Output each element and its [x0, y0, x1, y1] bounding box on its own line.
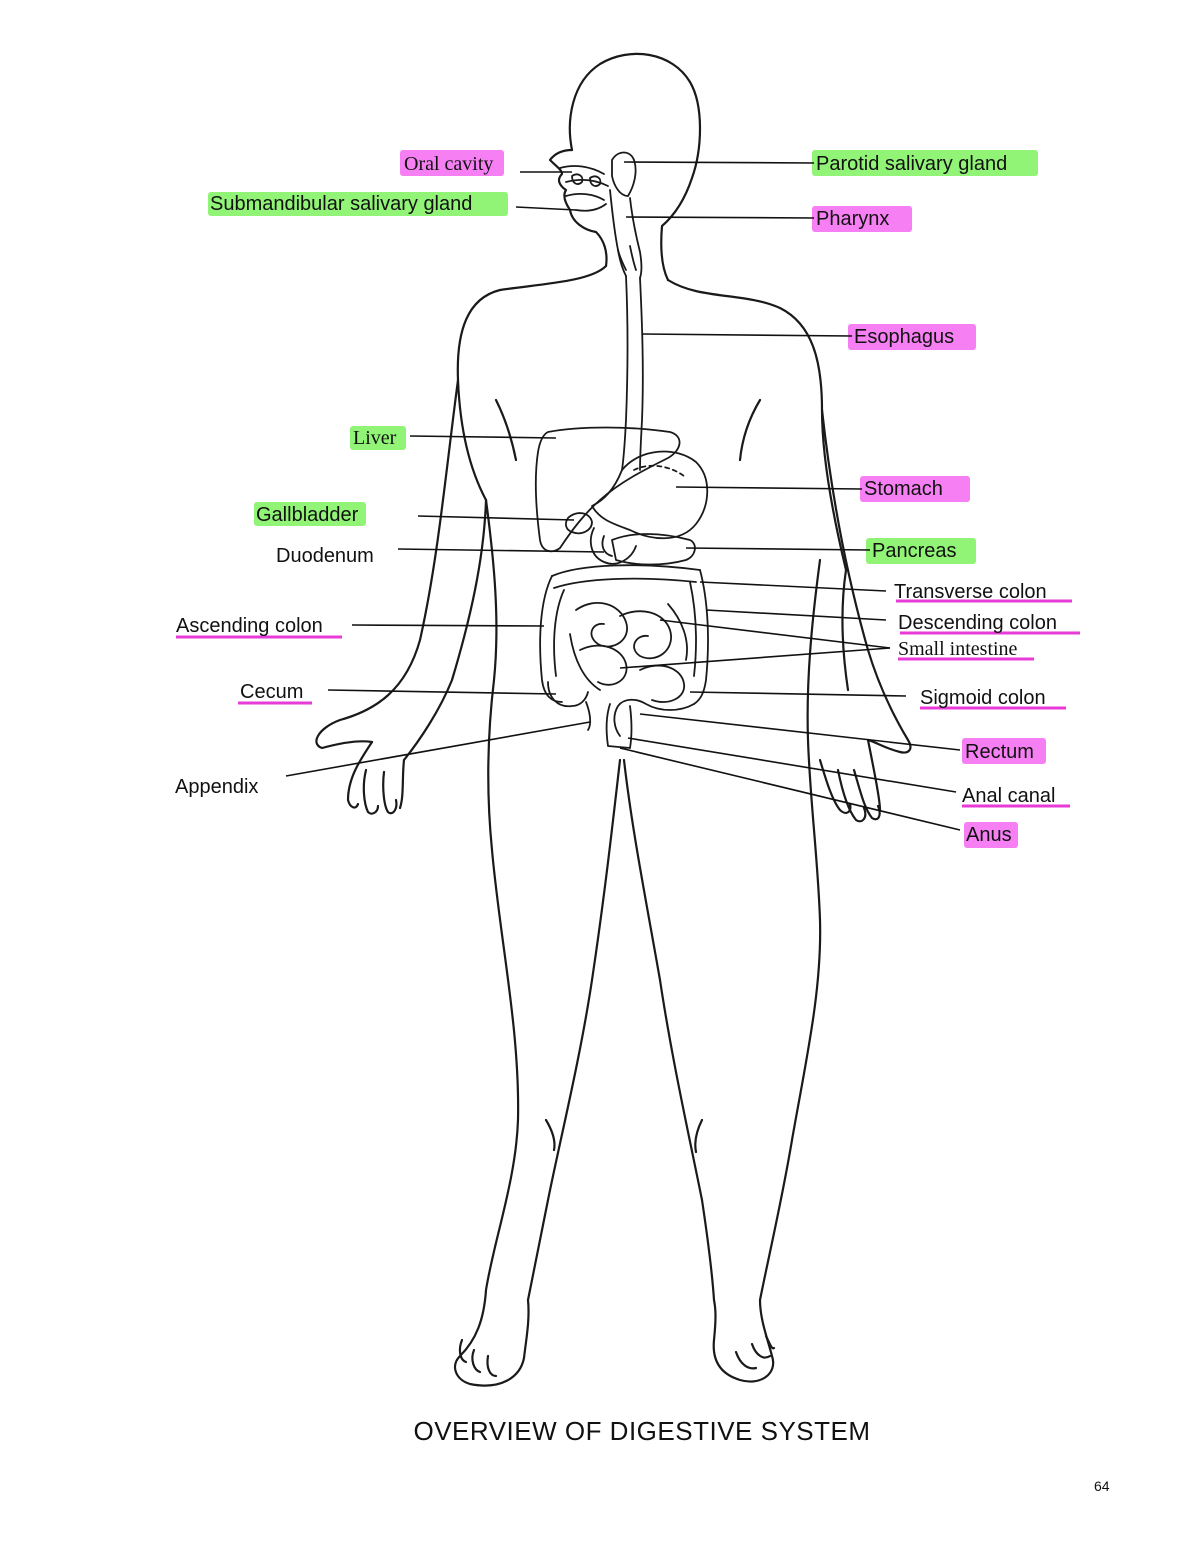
label-ascending-colon: Ascending colon	[176, 615, 323, 637]
label-cecum: Cecum	[240, 681, 303, 703]
page-number: 64	[1094, 1478, 1110, 1494]
label-highlights	[176, 150, 1080, 848]
label-pancreas: Pancreas	[872, 540, 957, 562]
label-pharynx: Pharynx	[816, 208, 889, 230]
body-outline	[315, 52, 912, 1387]
label-anal-canal: Anal canal	[962, 785, 1055, 807]
label-rectum: Rectum	[965, 741, 1034, 763]
label-duodenum: Duodenum	[276, 545, 374, 567]
label-transverse-colon: Transverse colon	[894, 581, 1047, 603]
label-small-intestine: Small intestine	[898, 638, 1018, 660]
label-appendix: Appendix	[175, 776, 258, 798]
label-gallbladder: Gallbladder	[256, 504, 359, 526]
label-sigmoid-colon: Sigmoid colon	[920, 687, 1046, 709]
diagram-title: OVERVIEW OF DIGESTIVE SYSTEM	[413, 1416, 870, 1446]
leader-lines	[285, 161, 961, 831]
label-liver: Liver	[353, 427, 397, 449]
digestive-organs	[534, 151, 709, 749]
organ-labels: Oral cavity Submandibular salivary gland…	[175, 153, 1057, 846]
label-anus: Anus	[966, 824, 1012, 846]
label-esophagus: Esophagus	[854, 326, 954, 348]
label-descending-colon: Descending colon	[898, 612, 1057, 634]
label-oral-cavity: Oral cavity	[404, 153, 493, 175]
label-stomach: Stomach	[864, 478, 943, 500]
label-submandibular-salivary-gland: Submandibular salivary gland	[210, 193, 472, 215]
label-parotid-salivary-gland: Parotid salivary gland	[816, 153, 1007, 175]
